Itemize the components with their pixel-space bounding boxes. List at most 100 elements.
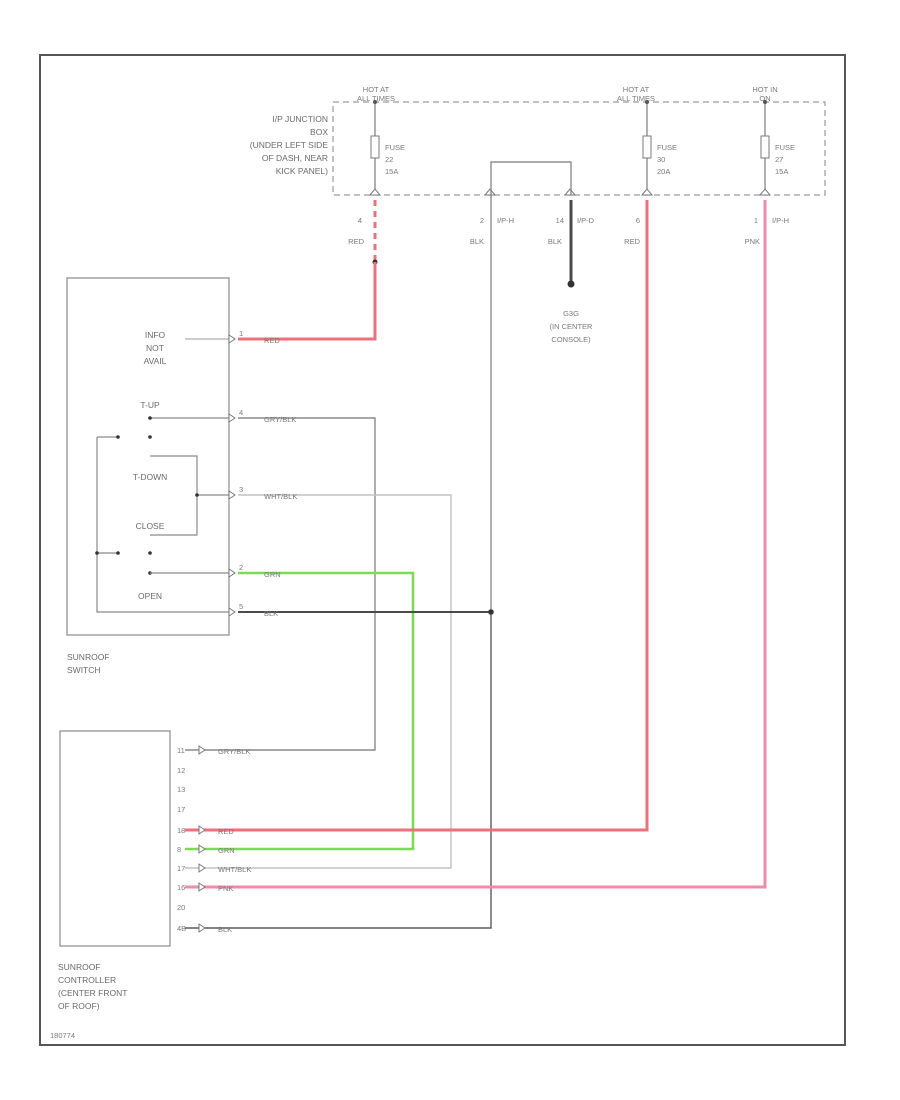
controller-pin-markers [198,745,206,933]
hot-label-3b: ON [759,94,770,103]
wire-gry-blk [185,417,376,751]
ground-icon [567,280,575,288]
ctrl-pin-8: 16 [177,883,185,892]
sunroof-switch-box [66,277,230,636]
ctrl-pin-4: 17 [177,805,185,814]
ctrl-pin-10: 4B [177,924,186,933]
c3-wire: BLK [548,237,562,246]
c1-pin: 4 [358,216,362,225]
c5-pin: 1 [754,216,758,225]
switch-tup-contact-2 [148,435,152,439]
switch-tdown-node [195,493,199,497]
fuse-3-label: FUSE [775,143,795,152]
switch-name-2: SWITCH [67,665,101,675]
ctrl-pin-9: 20 [177,903,185,912]
outer-frame [39,54,846,1046]
switch-close-pivot [116,551,120,555]
switch-info-1: INFO [145,330,166,340]
switch-common-loop [96,437,229,613]
c4-pin: 6 [636,216,640,225]
hot-label-3: HOT IN [752,85,777,94]
fuse-1-amp: 15A [385,167,398,176]
switch-wire-3: WHT/BLK [264,492,297,501]
c2-pin: 2 [480,216,484,225]
c2-id: I/P-H [497,216,514,225]
wire-pnk-controller [185,200,767,889]
ctrl-wire-8: PNK [218,884,233,893]
switch-pos-close: CLOSE [136,521,165,531]
wire-grn [185,571,415,851]
jbox-label-4: OF DASH, NEAR [262,153,328,163]
switch-pin-2: 4 [239,408,243,417]
footer-code: 180774 [50,1031,75,1040]
switch-info-2: NOT [146,343,164,353]
wire-blk-up [490,161,572,612]
junction-box-outline [332,101,826,196]
fuse-1-icon [370,135,380,159]
wire-red-switch [238,262,377,341]
switch-pin-4: 2 [239,563,243,572]
ctrl-pin-1: 11 [177,746,185,755]
sunroof-controller-box [59,730,171,947]
ctrl-wire-10: BLK [218,925,232,934]
jbox-label-2: BOX [310,127,328,137]
c2-wire: BLK [470,237,484,246]
c3-pin: 14 [556,216,564,225]
switch-wire-2: GRY/BLK [264,415,296,424]
wire-blk-down [185,612,492,929]
controller-name-2: CONTROLLER [58,975,116,985]
fuse-3-icon [760,135,770,159]
ctrl-wire-1: GRY/BLK [218,747,250,756]
switch-pin-3: 3 [239,485,243,494]
fuse-1-num: 22 [385,155,393,164]
switch-wire-1: RED [264,336,280,345]
fuse-3-amp: 15A [775,167,788,176]
c3-id: I/P-D [577,216,595,225]
splice-node-blk [488,609,494,615]
controller-name-3: (CENTER FRONT [58,988,127,998]
c4-wire: RED [624,237,640,246]
ctrl-pin-6: 8 [177,845,181,854]
wire-wht-blk [185,494,452,869]
fuse-1-top-node [373,100,377,104]
switch-pos-tup: T-UP [140,400,160,410]
fuse-2-top-node [645,100,649,104]
switch-tup-pivot [116,435,120,439]
switch-pin-1: 1 [239,329,243,338]
fuse-2-icon [642,135,652,159]
ground-loc-2: CONSOLE) [551,335,591,344]
switch-wire-4: GRN [264,570,281,579]
switch-close-contact [148,551,152,555]
hot-label-2b: ALL TIMES [617,94,655,103]
switch-info-3: AVAIL [144,356,167,366]
ground-id: G3G [563,309,579,318]
controller-name-1: SUNROOF [58,962,101,972]
switch-tup-contact [148,416,152,420]
switch-name-1: SUNROOF [67,652,110,662]
jbox-label-3: (UNDER LEFT SIDE [250,140,329,150]
jbox-label-5: KICK PANEL) [276,166,328,176]
switch-close-node [95,551,99,555]
fuse-3-top-node [763,100,767,104]
ctrl-pin-7: 17 [177,864,185,873]
switch-pos-open: OPEN [138,591,162,601]
connector-markers [368,188,772,196]
ground-loc-1: (IN CENTER [550,322,594,331]
switch-pin-markers [228,334,236,617]
ctrl-wire-7: WHT/BLK [218,865,251,874]
controller-pins: 11 GRY/BLK 12 13 17 18 RED 8 GRN 17 WHT/… [177,746,251,934]
ctrl-pin-5: 18 [177,826,185,835]
fuse-2-amp: 20A [657,167,670,176]
hot-label-1: HOT AT [363,85,390,94]
jbox-label-1: I/P JUNCTION [272,114,328,124]
controller-name-4: OF ROOF) [58,1001,100,1011]
hot-label-2: HOT AT [623,85,650,94]
hot-label-1b: ALL TIMES [357,94,395,103]
fuse-1-label: FUSE [385,143,405,152]
fuse-3-num: 27 [775,155,783,164]
ctrl-pin-2: 12 [177,766,185,775]
ctrl-pin-3: 13 [177,785,185,794]
switch-pin-5: 5 [239,602,243,611]
ctrl-wire-5: RED [218,827,234,836]
